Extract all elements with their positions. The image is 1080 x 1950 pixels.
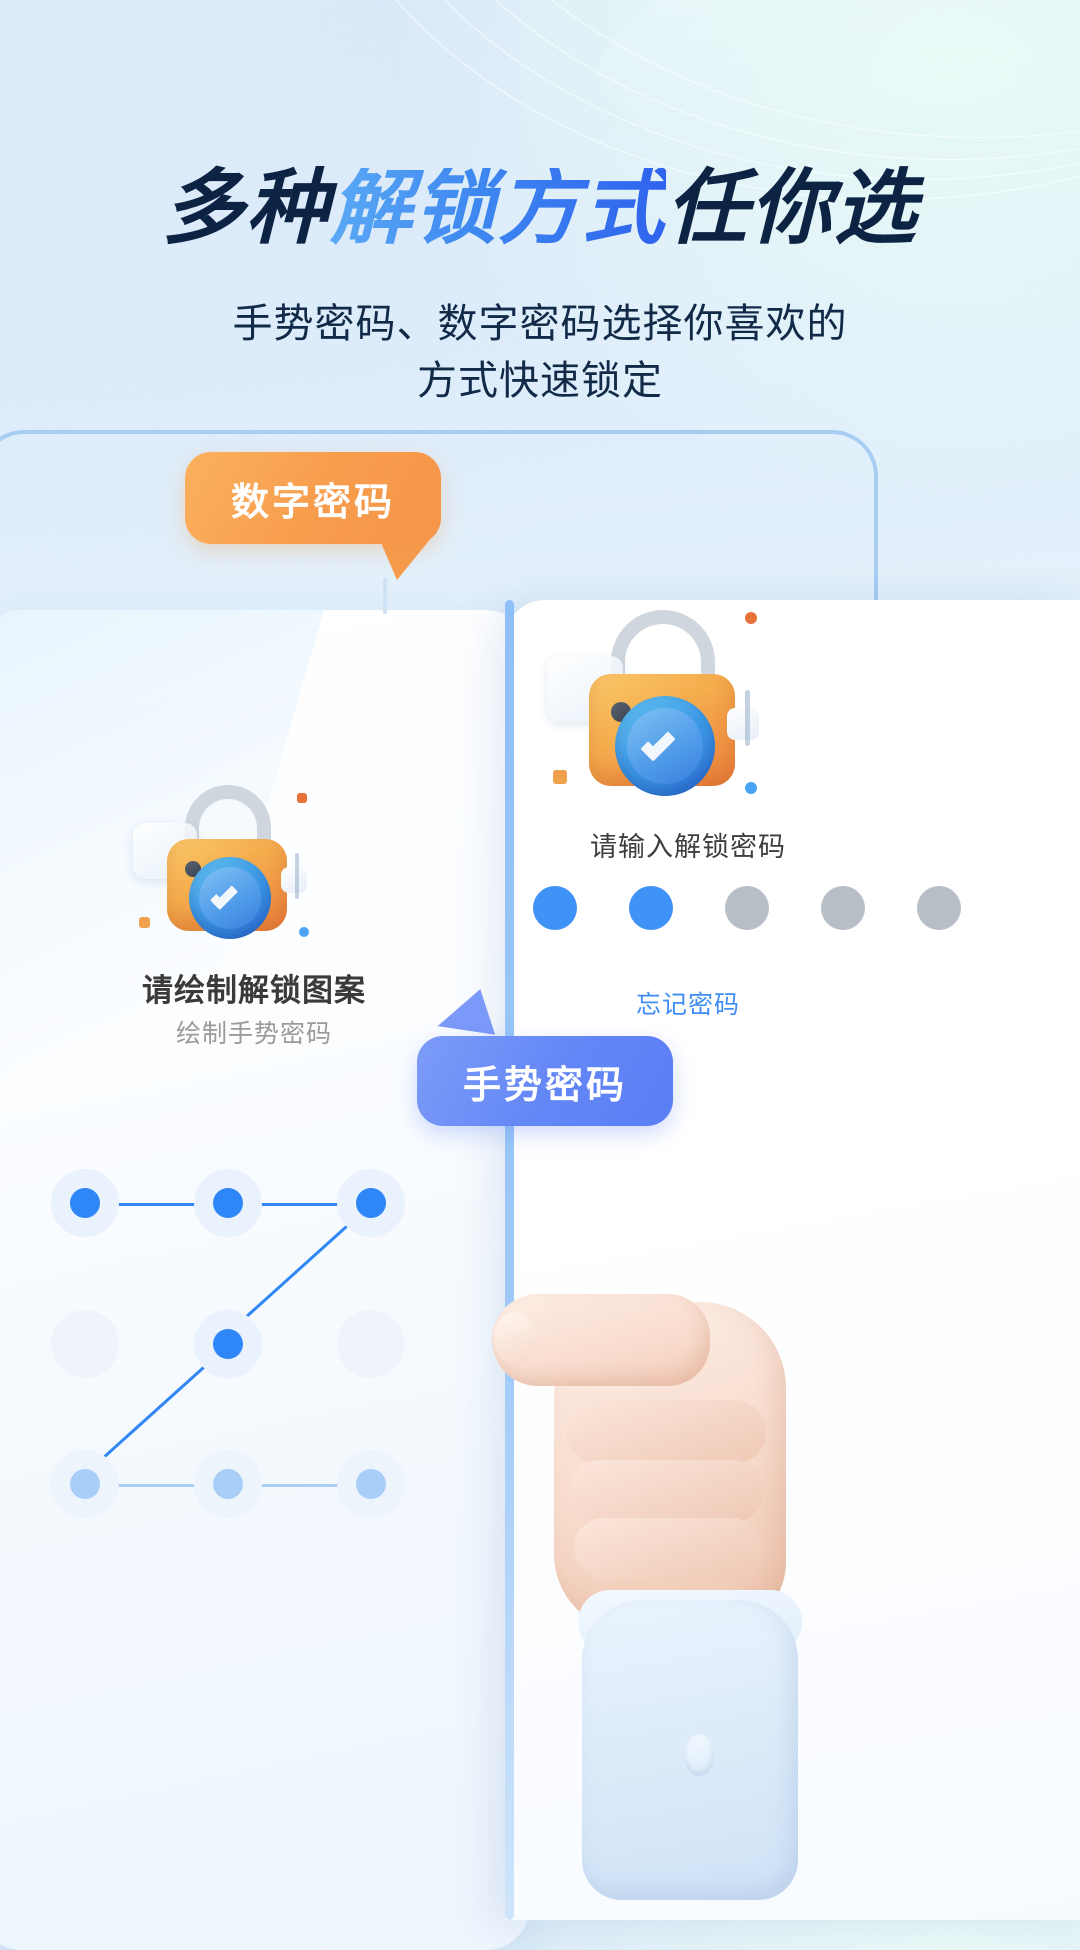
- page-title: 多种解锁方式任你选: [0, 168, 1080, 250]
- lock-speck-amber: [139, 917, 150, 928]
- lock-speck-blue: [745, 782, 757, 794]
- numeric-badge-leader: [383, 578, 387, 614]
- gesture-line-6: [228, 1484, 371, 1487]
- hand-knuckle-2: [570, 1460, 764, 1522]
- pointing-hand-icon: [470, 1250, 810, 1930]
- phone-left-edge: [505, 600, 514, 1920]
- gesture-unlock-panel: 请绘制解锁图案 绘制手势密码: [0, 610, 530, 1950]
- gesture-line-5: [85, 1484, 228, 1487]
- lock-lens-inner: [199, 867, 261, 929]
- lock-check-icon: [133, 785, 333, 965]
- lock-bar: [745, 690, 750, 746]
- headline-part-1: 多种: [162, 163, 330, 254]
- lock-sidecap: [727, 708, 759, 740]
- numeric-badge-tail: [379, 538, 431, 580]
- pin-dot-2: [629, 886, 673, 930]
- gesture-node-8[interactable]: [213, 1469, 243, 1499]
- pin-dot-4: [821, 886, 865, 930]
- lock-speck-blue: [299, 927, 309, 937]
- numeric-lock-illustration: [545, 610, 785, 830]
- lock-check-icon: [545, 610, 785, 830]
- hand-fingernail: [494, 1312, 536, 1364]
- headline-part-3: 任你选: [666, 163, 918, 254]
- header: 多种解锁方式任你选 手势密码、数字密码选择你喜欢的 方式快速锁定: [0, 0, 1080, 410]
- pin-dot-5: [917, 886, 961, 930]
- subtitle-line-2: 方式快速锁定: [417, 358, 663, 403]
- gesture-node-2[interactable]: [213, 1188, 243, 1218]
- lock-speck-amber: [553, 770, 567, 784]
- pin-dot-3: [725, 886, 769, 930]
- badge-gesture-password[interactable]: 手势密码: [417, 1036, 673, 1126]
- lock-speck-orange: [297, 793, 307, 803]
- numeric-card-title: 请输入解锁密码: [590, 832, 786, 862]
- badge-numeric-password[interactable]: 数字密码: [185, 452, 441, 544]
- gesture-node-3[interactable]: [356, 1188, 386, 1218]
- lock-bar: [295, 853, 299, 899]
- gesture-lock-illustration: [133, 785, 333, 965]
- headline-part-2: 解锁方式: [330, 163, 666, 254]
- page-subtitle: 手势密码、数字密码选择你喜欢的 方式快速锁定: [0, 296, 1080, 410]
- gesture-dot-grid[interactable]: [18, 1122, 438, 1518]
- subtitle-line-1: 手势密码、数字密码选择你喜欢的: [232, 302, 848, 346]
- lock-sidecap: [281, 867, 307, 893]
- gesture-node-9[interactable]: [356, 1469, 386, 1499]
- gesture-node-halo-4: [51, 1310, 119, 1378]
- gesture-node-5[interactable]: [213, 1329, 243, 1359]
- lock-lens-inner: [627, 708, 703, 784]
- hand-knuckle-1: [566, 1400, 766, 1464]
- gesture-node-1[interactable]: [70, 1188, 100, 1218]
- gesture-panel-subtitle: 绘制手势密码: [175, 1020, 332, 1048]
- pin-dot-1: [533, 886, 577, 930]
- gesture-line-1: [85, 1203, 228, 1206]
- forgot-password-link[interactable]: 忘记密码: [635, 991, 740, 1019]
- gesture-panel-title: 请绘制解锁图案: [142, 973, 366, 1008]
- hand-sleeve-button: [684, 1734, 714, 1776]
- gesture-line-2: [228, 1203, 371, 1206]
- hand-knuckle-3: [574, 1518, 762, 1578]
- gesture-node-7[interactable]: [70, 1469, 100, 1499]
- lock-speck-orange: [745, 612, 757, 624]
- gesture-node-halo-6: [337, 1310, 405, 1378]
- pin-dots-row[interactable]: [533, 886, 961, 930]
